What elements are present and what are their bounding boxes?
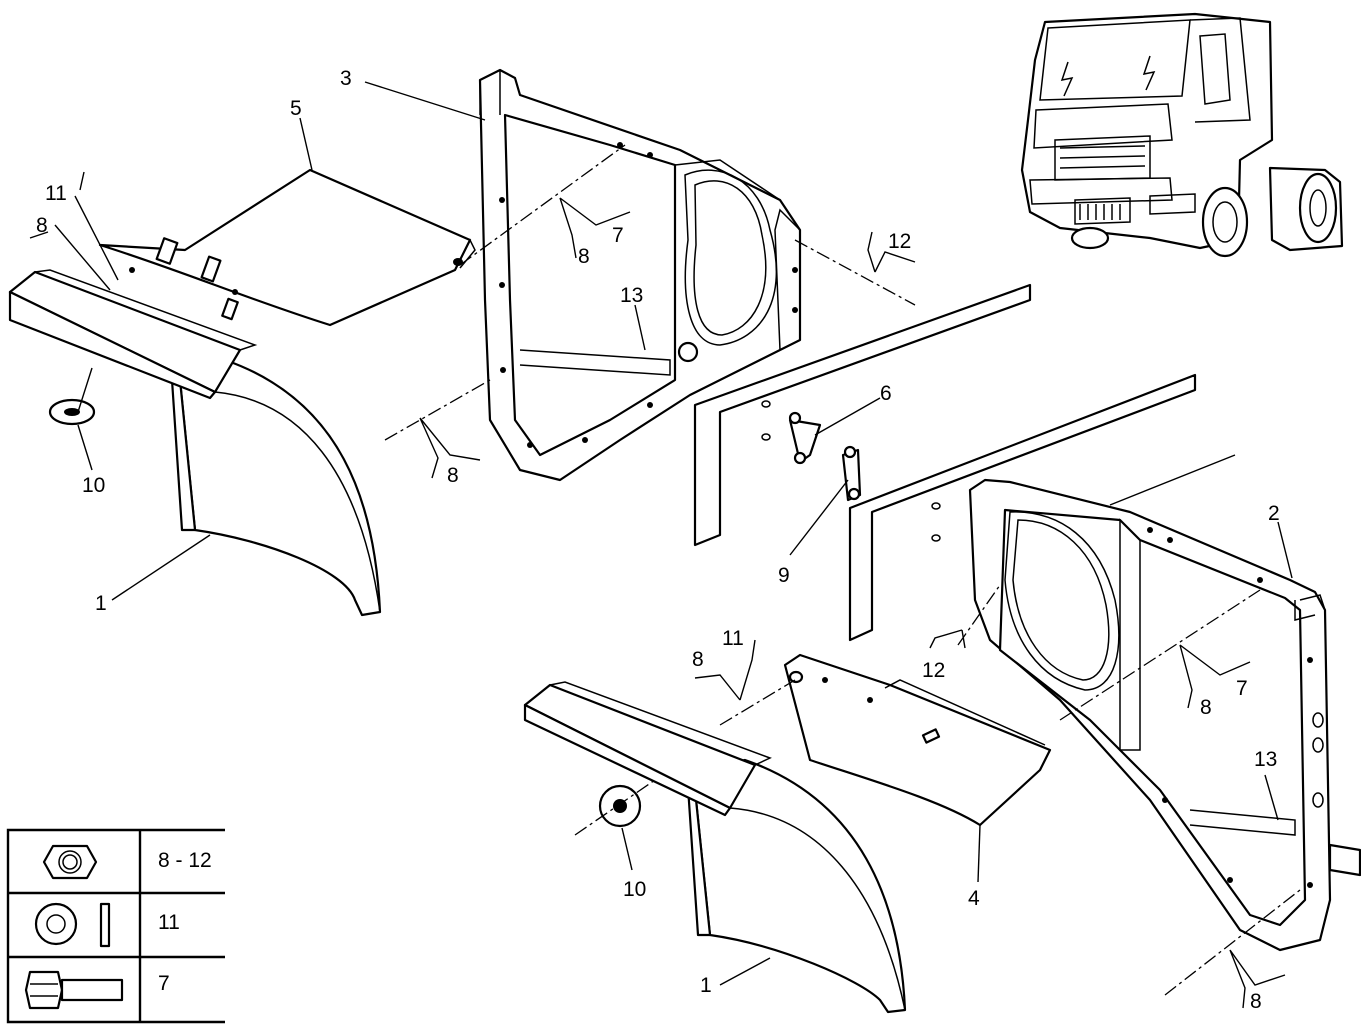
bracket-6 (788, 411, 822, 465)
callout-11-upper: 11 (45, 182, 67, 205)
truck-thumbnail (1020, 12, 1344, 258)
callout-13-upper: 13 (620, 284, 643, 307)
callout-11-lower: 11 (722, 627, 744, 650)
bolt-icon (24, 970, 124, 1010)
callout-10-lower: 10 (623, 878, 646, 901)
callout-13-lower: 13 (1254, 748, 1277, 771)
chassis-rail (693, 283, 1197, 642)
callout-8-lower-frame: 8 (1200, 696, 1212, 719)
callout-7-upper: 7 (612, 224, 624, 247)
hex-nut-icon (42, 844, 98, 880)
fastener-legend: 8 - 12 11 7 (6, 828, 225, 1024)
legend-label-nut: 8 - 12 (158, 849, 212, 872)
leader-lines (29, 81, 1301, 1009)
washer-icon (34, 902, 111, 948)
bracket-9 (841, 445, 862, 502)
callout-1-lower: 1 (700, 974, 712, 997)
callout-labels: 1 1 2 3 4 5 6 7 7 8 8 8 8 8 8 9 10 10 11… (36, 67, 1280, 1013)
callout-10-upper: 10 (82, 474, 105, 497)
washer-right (598, 784, 642, 828)
callout-1-upper: 1 (95, 592, 107, 615)
callout-4: 4 (968, 887, 980, 910)
callout-8-mid-left: 8 (447, 464, 459, 487)
legend-label-bolt: 7 (158, 972, 170, 995)
fender-left (8, 269, 382, 617)
fender-right (523, 681, 907, 1014)
callout-8-lower-fender: 8 (692, 648, 704, 671)
callout-8-upper-left: 8 (36, 214, 48, 237)
callout-9: 9 (778, 564, 790, 587)
callout-2: 2 (1268, 502, 1280, 525)
washer-left (48, 398, 96, 426)
callout-12-lower: 12 (922, 659, 945, 682)
callout-8-lower-right: 8 (1250, 990, 1262, 1013)
callout-7-lower: 7 (1236, 677, 1248, 700)
bracket-frame-lower (968, 478, 1361, 952)
legend-label-washer: 11 (158, 911, 180, 934)
callout-12-upper: 12 (888, 230, 911, 253)
bracket-frame-upper (478, 68, 802, 482)
mudflap-plate-left (98, 168, 476, 327)
callout-6: 6 (880, 382, 892, 405)
mudflap-plate-right (783, 653, 1052, 827)
callout-3: 3 (340, 67, 352, 90)
callout-5: 5 (290, 97, 302, 120)
callout-8-upper: 8 (578, 245, 590, 268)
